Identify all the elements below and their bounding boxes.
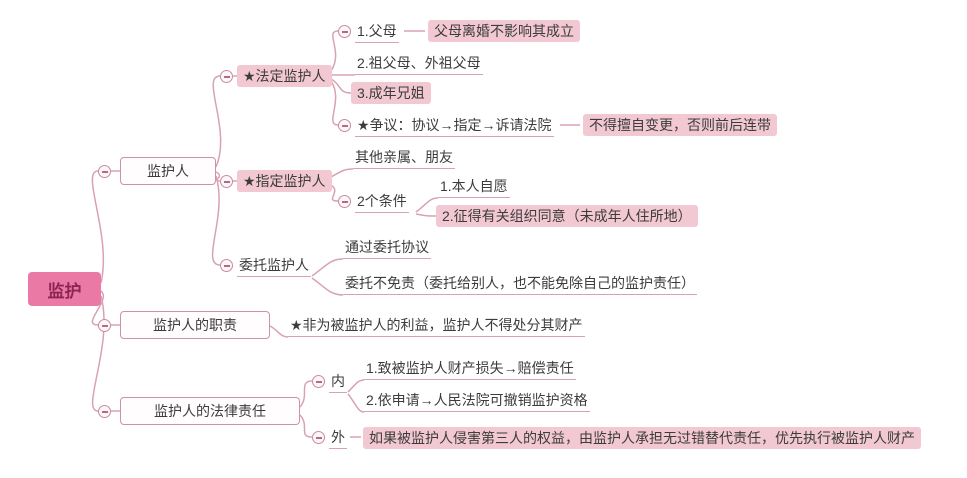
node-property-loss-compensation[interactable]: 1.致被监护人财产损失→赔偿责任 <box>364 359 576 380</box>
node-grandparents[interactable]: 2.祖父母、外祖父母 <box>355 54 483 75</box>
collapse-toggle-guardian[interactable] <box>98 165 111 178</box>
node-guardian[interactable]: 监护人 <box>120 157 216 185</box>
collapse-toggle-entrusted-guardian[interactable] <box>220 259 233 272</box>
collapse-toggle-statutory-guardian[interactable] <box>220 70 233 83</box>
node-adult-siblings[interactable]: 3.成年兄姐 <box>351 82 431 104</box>
root-topic-guardianship[interactable]: 监护 <box>28 272 101 306</box>
node-voluntary[interactable]: 1.本人自愿 <box>438 177 510 198</box>
node-entrusted-guardian[interactable]: 委托监护人 <box>237 256 311 277</box>
node-external-liability-note[interactable]: 如果被监护人侵害第三人的权益，由监护人承担无过错替代责任，优先执行被监护人财产 <box>363 427 921 449</box>
node-external-liability[interactable]: 外 <box>329 428 347 449</box>
collapse-toggle-dispute[interactable] <box>338 119 351 132</box>
node-two-conditions[interactable]: 2个条件 <box>355 192 409 213</box>
node-designated-guardian[interactable]: ★指定监护人 <box>237 170 332 192</box>
connector-paths <box>91 30 580 438</box>
collapse-toggle-parents[interactable] <box>338 25 351 38</box>
node-dispute-note[interactable]: 不得擅自变更，否则前后连带 <box>583 114 777 136</box>
collapse-toggle-liability[interactable] <box>98 405 111 418</box>
node-dispute-procedure[interactable]: ★争议：协议→指定→诉请法院 <box>355 116 554 137</box>
node-other-relatives[interactable]: 其他亲属、朋友 <box>353 148 455 169</box>
node-no-exemption[interactable]: 委托不免责（委托给别人，也不能免除自己的监护责任） <box>343 274 697 295</box>
node-statutory-guardian[interactable]: ★法定监护人 <box>237 65 332 87</box>
node-entrustment-agreement[interactable]: 通过委托协议 <box>343 238 431 259</box>
node-parents-divorce-note[interactable]: 父母离婚不影响其成立 <box>428 20 580 42</box>
collapse-toggle-internal[interactable] <box>312 375 325 388</box>
node-duties-rule[interactable]: ★非为被监护人的利益，监护人不得处分其财产 <box>288 316 585 337</box>
node-parents[interactable]: 1.父母 <box>355 22 399 43</box>
collapse-toggle-designated-guardian[interactable] <box>220 175 233 188</box>
node-internal-liability[interactable]: 内 <box>329 372 347 393</box>
node-organization-consent[interactable]: 2.征得有关组织同意（未成年人住所地） <box>436 205 698 227</box>
collapse-toggle-conditions[interactable] <box>338 195 351 208</box>
collapse-toggle-external[interactable] <box>312 431 325 444</box>
collapse-toggle-duties[interactable] <box>98 319 111 332</box>
node-legal-liability[interactable]: 监护人的法律责任 <box>120 397 300 425</box>
node-court-revoke-qualification[interactable]: 2.依申请→人民法院可撤销监护资格 <box>364 391 590 412</box>
node-guardian-duties[interactable]: 监护人的职责 <box>120 311 270 339</box>
